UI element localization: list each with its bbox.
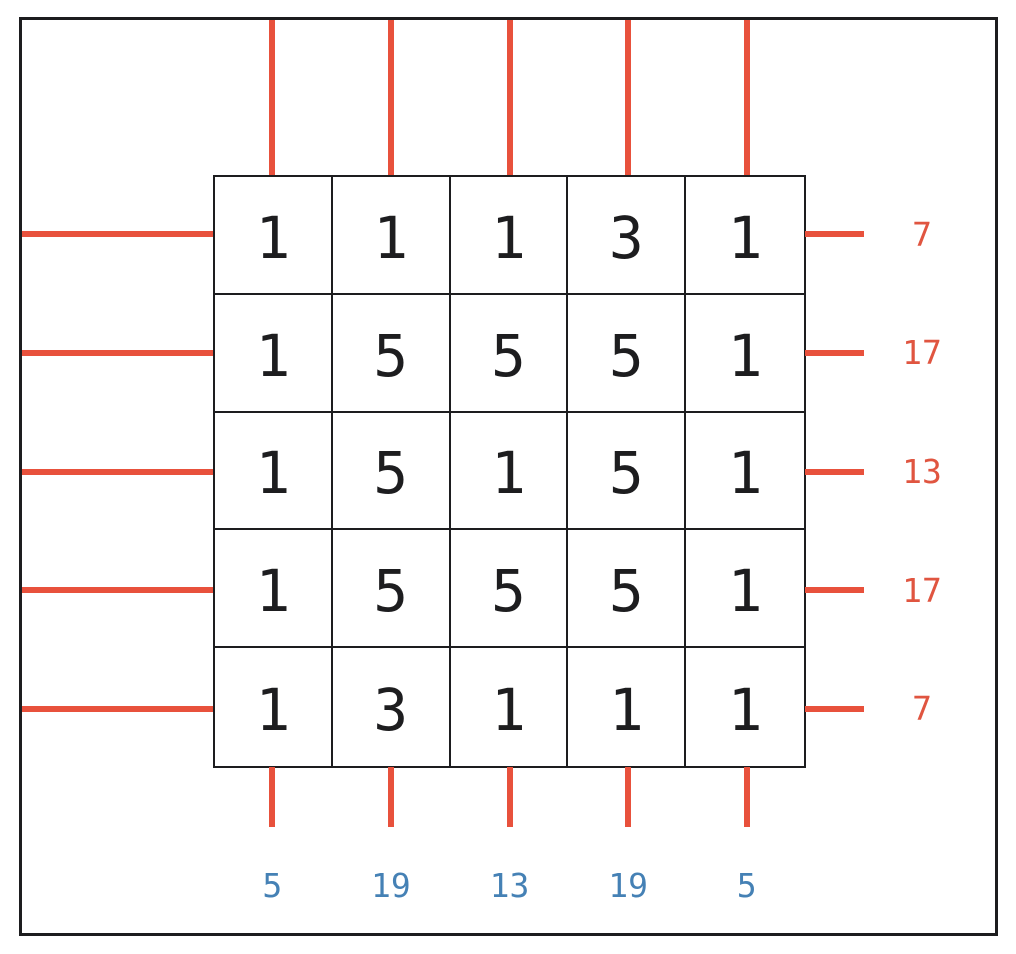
grid-cell-r4c1[interactable]: 1 (215, 530, 333, 649)
grid-cell-r3c3[interactable]: 1 (450, 412, 569, 531)
grid-cell-r1c3[interactable]: 1 (450, 177, 569, 295)
grid-cell-r5c5[interactable]: 1 (727, 676, 763, 745)
col-clue-label-2: 19 (371, 865, 411, 905)
col-clue-label-3: 13 (489, 865, 530, 905)
grid-cell-r3c4[interactable]: 5 (568, 412, 687, 531)
grid-cell-r4c2[interactable]: 5 (332, 530, 451, 649)
column-clue-tick-bottom-3 (506, 767, 513, 827)
column-clue-tick-bottom-1 (269, 767, 276, 827)
column-clue-line-top-5 (743, 20, 750, 175)
row-clue-label-2: 17 (902, 333, 942, 373)
grid-cell-r2c3[interactable]: 5 (450, 294, 569, 413)
grid-cell-r1c2[interactable]: 1 (332, 177, 451, 295)
row-clue-tick-right-4 (805, 587, 864, 594)
grid-cell-r3c1[interactable]: 1 (215, 412, 333, 531)
grid-cell-r5c1[interactable]: 1 (215, 648, 333, 766)
row-clue-line-left-4 (22, 587, 213, 594)
outer-frame (19, 17, 998, 936)
grid-cell-r2c4[interactable]: 5 (568, 294, 687, 413)
row-clue-line-left-2 (22, 349, 213, 356)
column-clue-line-top-2 (387, 20, 394, 175)
row-clue-tick-right-3 (805, 468, 864, 475)
column-clue-line-top-1 (269, 20, 276, 175)
column-clue-line-top-3 (506, 20, 513, 175)
column-clue-tick-bottom-5 (743, 767, 750, 827)
grid-cell-r5c4[interactable]: 1 (568, 648, 687, 766)
row-clue-tick-right-1 (805, 231, 864, 238)
row-clue-tick-right-2 (805, 349, 864, 356)
grid-cell-r4c4[interactable]: 5 (568, 530, 687, 649)
grid-cell-r4c3[interactable]: 5 (450, 530, 569, 649)
grid-cell-r3c5[interactable]: 1 (686, 413, 804, 531)
grid-cell-r5c2[interactable]: 3 (333, 648, 451, 766)
row-clue-label-1: 7 (912, 214, 932, 254)
grid-cell-r1c1[interactable]: 1 (215, 177, 333, 295)
grid-cell-r5c3[interactable]: 1 (451, 648, 569, 766)
row-clue-line-left-5 (22, 705, 213, 712)
grid-cell-r2c1[interactable]: 1 (215, 294, 333, 413)
column-clue-line-top-4 (625, 20, 632, 175)
grid-cell-r2c5[interactable]: 1 (686, 295, 804, 413)
row-clue-line-left-1 (22, 231, 213, 238)
column-clue-tick-bottom-4 (625, 767, 632, 827)
row-clue-tick-right-5 (805, 705, 864, 712)
row-clue-label-5: 7 (912, 689, 932, 729)
row-clue-line-left-3 (22, 468, 213, 475)
row-clue-label-3: 13 (902, 452, 942, 491)
grid-cell-r1c5[interactable]: 1 (686, 177, 804, 295)
col-clue-label-4: 19 (608, 865, 648, 905)
column-clue-tick-bottom-2 (387, 767, 394, 827)
col-clue-label-1: 5 (262, 865, 283, 905)
grid-cell-r2c2[interactable]: 5 (332, 294, 451, 413)
row-clue-label-4: 17 (902, 570, 942, 610)
grid-cell-r4c5[interactable]: 1 (686, 530, 804, 649)
grid-cell-r3c2[interactable]: 5 (332, 412, 451, 531)
grid-cell-r1c4[interactable]: 3 (568, 177, 687, 295)
col-clue-label-5: 5 (736, 865, 757, 905)
